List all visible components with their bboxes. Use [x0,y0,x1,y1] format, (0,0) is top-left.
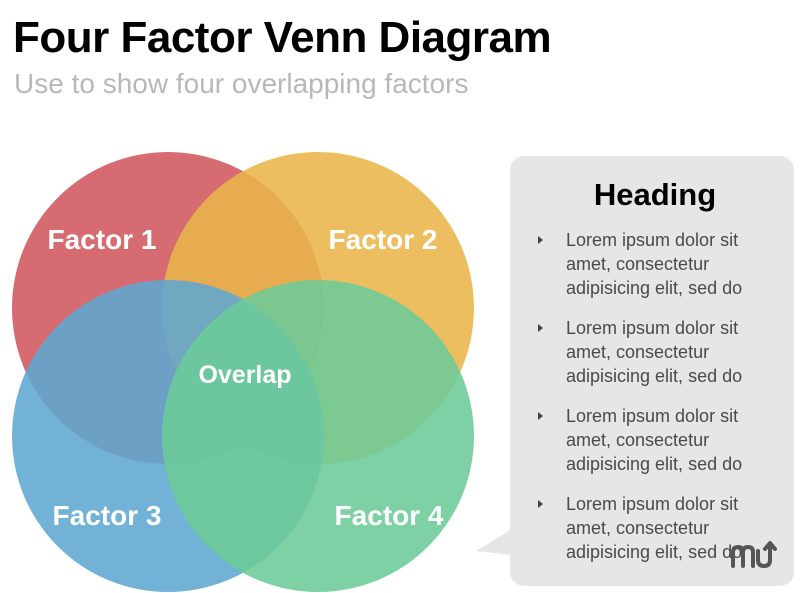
mu-logo-icon [731,541,777,568]
mu-logo-arrow-head [763,541,777,551]
label-factor-4: Factor 4 [335,500,444,531]
page-title: Four Factor Venn Diagram [13,13,552,62]
triangle-bullet-icon [538,500,543,509]
label-factor-1: Factor 1 [48,224,157,255]
page-subtitle: Use to show four overlapping factors [14,68,469,99]
label-factor-2: Factor 2 [329,224,438,255]
panel-heading: Heading [593,177,717,212]
bullet-text: Lorem ipsum dolor sit amet, consectetur … [566,406,743,475]
bullet-text: Lorem ipsum dolor sit amet, consectetur … [566,494,743,563]
mu-logo-m-stroke [731,545,755,568]
venn-circles [12,152,474,592]
bullet-item: Lorem ipsum dolor sit amet, consectetur … [534,492,776,564]
triangle-bullet-icon [538,324,543,333]
bullet-item: Lorem ipsum dolor sit amet, consectetur … [534,316,776,388]
bullet-list: Lorem ipsum dolor sit amet, consectetur … [534,228,776,564]
bullet-text: Lorem ipsum dolor sit amet, consectetur … [566,318,743,387]
info-panel: Heading Lorem ipsum dolor sit amet, cons… [510,156,794,586]
panel-callout-tail [476,529,512,555]
label-factor-3: Factor 3 [53,500,162,531]
bullet-item: Lorem ipsum dolor sit amet, consectetur … [534,228,776,300]
mu-logo-u-stroke [756,543,772,568]
triangle-bullet-icon [538,236,543,245]
bullet-item: Lorem ipsum dolor sit amet, consectetur … [534,404,776,476]
bullet-text: Lorem ipsum dolor sit amet, consectetur … [566,230,743,299]
triangle-bullet-icon [538,412,543,421]
label-overlap: Overlap [198,361,291,389]
panel-callout-tail-shape [476,529,512,555]
venn-circle-factor-4 [162,280,474,592]
